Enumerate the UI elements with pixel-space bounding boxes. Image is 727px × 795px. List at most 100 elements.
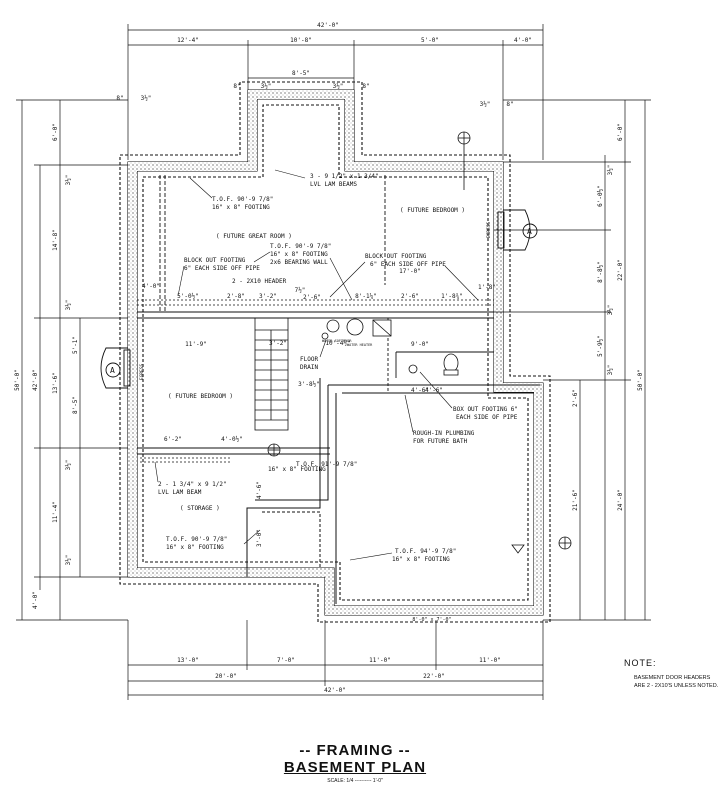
toilet-icon [443,353,459,373]
dim-bump-right-inner: 3½" [333,83,344,90]
label-storage: ( STORAGE ) [180,505,220,512]
dim-left-small-1: 3½" [65,175,72,186]
label-tof2: T.O.F. 90'-9 7/8" [270,243,331,250]
dimension-text: 42'-0" 12'-4" 10'-8" 5'-0" 4'-0" 8'-5" 8… [14,22,644,694]
label-tof2-c: 2x6 BEARING WALL [270,259,328,266]
section-marker-a-left-icon [105,362,121,378]
dim-left-small-6: 3½" [65,555,72,566]
dim-int-12: 11'-9" [185,341,207,348]
dim-right-small-1: 3½" [607,165,614,176]
label-tof4-b: 16" x 8" FOOTING [166,544,224,551]
dim-int-20: 4'-6" [256,481,263,499]
dim-int-11: 17'-0" [399,268,421,275]
dim-top-seg-2: 10'-8" [290,37,312,44]
note-body-line2: ARE 2 - 2X10'S UNLESS NOTED. [634,683,719,689]
dim-int-22: 4'-6" [411,387,429,394]
egress-window-left [100,347,131,389]
dim-bottom-mid-1: 20'-0" [215,673,237,680]
pipe-icon [408,364,418,374]
dim-bump-left-inner: 3½" [261,83,272,90]
label-tof3-b: 16" x 8" FOOTING [268,466,326,473]
dim-bump-width: 8'-5" [292,70,310,77]
dim-int-14: 10'-4½" [325,340,350,347]
dimension-lines [16,24,651,700]
dim-left-seg-5: 4'-0" [32,591,39,609]
label-block-left: BLOCK OUT FOOTING [184,257,246,264]
water-heater-icon [346,318,364,336]
label-future-great-room: ( FUTURE GREAT ROOM ) [216,233,292,240]
dim-left-seg-1: 6'-0" [52,123,59,141]
dim-left-notch-b: 3½" [141,95,152,102]
dim-int-9: 1'-8¾" [441,293,463,300]
label-tof4: T.O.F. 90'-9 7/8" [166,536,227,543]
dim-left-small-4: 8'-5" [72,396,79,414]
general-note: NOTE: BASEMENT DOOR HEADERS ARE 2 - 2X10… [624,658,724,690]
label-box-out: BOX OUT FOOTING 6" [453,406,518,413]
garage-slab-walls [246,378,540,604]
dim-int-2: 5'-0½" [177,293,199,300]
label-tof2-b: 16" x 8" FOOTING [270,251,328,258]
plan-labels: 3 - 9 1/2" x 1 3/4" LVL LAM BEAMS T.O.F.… [110,173,532,563]
dim-int-6: 2'-6" [303,294,321,301]
dim-left-outer-inner: 42'-0" [32,369,39,391]
dim-int-19: 4'-0½" [221,436,243,443]
label-tof3: T.O.F. 91'-9 7/8" [296,461,357,468]
label-rough-in-b: FOR FUTURE BATH [413,438,468,445]
label-block-right: BLOCK OUT FOOTING [365,253,427,260]
dim-top-seg-1: 12'-4" [177,37,199,44]
dim-int-10: 1'-8" [478,284,496,291]
dim-top-seg-4: 4'-0" [514,37,532,44]
dim-int-17: 4'-6" [425,387,443,394]
dim-right-inner-3: 5'-9½" [597,335,604,357]
label-tof5: T.O.F. 94'-9 7/8" [395,548,456,555]
dim-int-7: 8'-1¼" [355,293,377,300]
dim-int-18: 6'-2" [164,436,182,443]
dim-right-seg-3: 24'-0" [617,489,624,511]
dim-int-13: 3'-2" [269,340,287,347]
dim-bump-left-offset: 8" [233,83,240,90]
dim-left-small-3: 5'-1" [72,336,79,354]
dim-right-notch: 3½" [480,101,491,108]
drawing-title-block: -- FRAMING -- BASEMENT PLAN SCALE: 1/4 -… [250,742,460,784]
dim-int-15: 9'-0" [411,341,429,348]
dim-left-seg-4: 11'-4" [52,501,59,523]
dim-int-5: 7½" [295,287,306,294]
dim-int-23: 8'-0" x 7'-0" [412,617,451,623]
label-tof5-b: 16" x 8" FOOTING [392,556,450,563]
stairs [254,317,289,431]
dim-overall-bottom: 42'-0" [324,687,346,694]
dim-left-small-2: 3½" [65,300,72,311]
dim-int-16: 3'-8½" [298,381,320,388]
dim-bottom-seg-3: 11'-0" [369,657,391,664]
label-water-heater: WATER HEATER [347,343,373,347]
dim-right-outer: 50'-0" [637,369,644,391]
dim-bottom-seg-1: 13'-0" [177,657,199,664]
label-section-a-right: A [527,227,532,236]
label-lvl-top-b: LVL LAM BEAMS [310,181,357,188]
dim-left-notch: 8" [116,95,123,102]
label-future-bedroom-left: ( FUTURE BEDROOM ) [168,393,233,400]
label-lvl-bottom-b: LVL LAM BEAM [158,489,202,496]
note-body-line1: BASEMENT DOOR HEADERS [634,675,711,681]
label-header: 2 - 2X10 HEADER [232,278,287,285]
dim-right-small-2: 3½" [607,305,614,316]
dim-bottom-seg-2: 7'-0" [277,657,295,664]
label-lvl-bottom: 2 - 1 3/4" x 9 1/2" [158,481,227,488]
markers [267,131,572,554]
dim-top-seg-3: 5'-0" [421,37,439,44]
label-lvl-top: 3 - 9 1/2" x 1 3/4" [310,173,379,180]
label-section-a-left: A [110,366,115,375]
label-block-left-b: 6" EACH SIDE OFF PIPE [184,265,260,272]
label-block-right-b: 6" EACH SIDE OFF PIPE [370,261,446,268]
label-tof1: T.O.F. 90'-9 7/8" [212,196,273,203]
dim-bottom-seg-4: 11'-0" [479,657,501,664]
dim-left-seg-3: 13'-6" [52,372,59,394]
label-egress-left: EGRESS [139,363,145,380]
dim-right-inner-1: 6'-0½" [597,185,604,207]
dim-left-seg-2: 14'-8" [52,229,59,251]
dim-overall-top: 42'-0" [317,22,339,29]
dim-bump-right-offset: 8" [362,83,369,90]
slope-arrow-icon [511,544,525,554]
